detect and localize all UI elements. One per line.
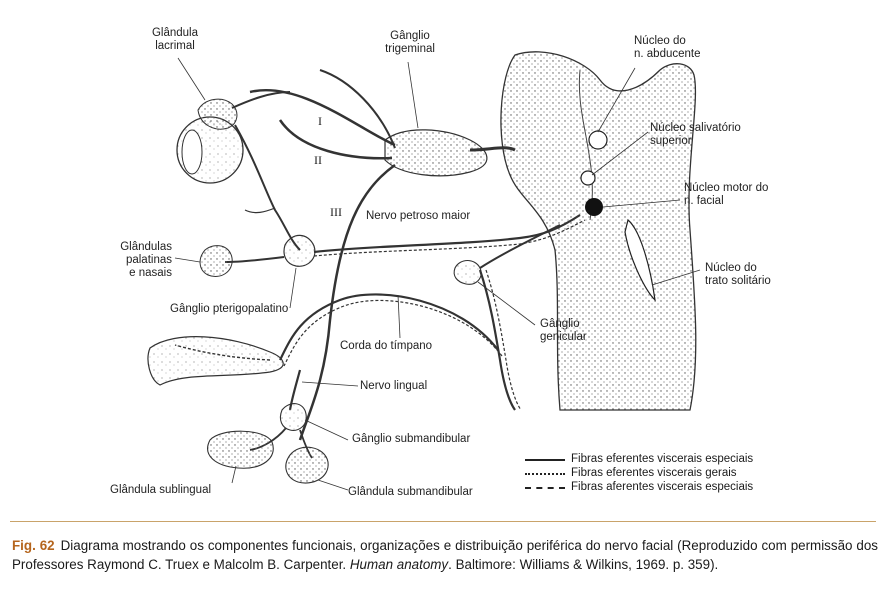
caption-divider — [10, 521, 876, 522]
facial-nerve-diagram: Glândula lacrimal Gânglio trigeminal Núc… — [110, 27, 771, 498]
solitary-tract-nucleus — [624, 218, 656, 302]
legend-text: Fibras eferentes viscerais gerais — [571, 467, 737, 479]
chorda-tympani — [279, 293, 499, 361]
sublingual-gland — [207, 430, 274, 469]
caption-text-end: . Baltimore: Williams & Wilkins, 1969. p… — [448, 557, 719, 572]
legend-dotted-line — [525, 473, 565, 475]
submandibular-ganglion — [279, 403, 307, 431]
label-lingual-nerve: Nervo lingual — [360, 380, 428, 392]
label-submandibular-gland: Glândula submandibular — [348, 486, 473, 498]
pterygopalatine-ganglion — [283, 234, 316, 267]
label-solitary-tract-nucleus: Núcleo do trato solitário — [705, 262, 771, 287]
trigeminal-ganglion — [384, 129, 488, 177]
label-submandibular-ganglion: Gânglio submandibular — [352, 433, 471, 445]
greater-petrosal-nerve — [313, 214, 581, 254]
label-facial-motor-nucleus: Núcleo motor do n. facial — [684, 182, 769, 207]
submandibular-gland — [285, 446, 329, 484]
geniculate-ganglion — [453, 259, 482, 285]
legend-text: Fibras aferentes viscerais especiais — [571, 481, 754, 493]
label-palatine-glands: Glândulas palatinas e nasais — [120, 241, 172, 279]
caption-book-title: Human anatomy — [349, 557, 449, 572]
lacrimal-gland — [197, 98, 238, 130]
label-lacrimal-gland: Glândula lacrimal — [151, 27, 199, 52]
label-abducent-nucleus: Núcleo do n. abducente — [634, 35, 701, 60]
legend-text: Fibras eferentes viscerais especiais — [571, 453, 754, 465]
label-salivatory-nucleus: Núcleo salivatório superior — [650, 122, 741, 147]
label-pterygopalatine-ganglion: Gânglio pterigopalatino — [170, 303, 289, 315]
diagram-illustration — [147, 51, 701, 491]
figure-number: Fig. 62 — [12, 538, 55, 553]
label-geniculate-ganglion: Gânglio genicular — [540, 318, 587, 343]
label-sublingual-gland: Glândula sublingual — [110, 484, 212, 496]
palatine-glands — [199, 245, 233, 277]
roman-numeral-three: III — [330, 205, 342, 219]
salivatory-nucleus — [580, 170, 596, 186]
brainstem-shape — [500, 51, 697, 411]
label-chorda-tympani: Corda do tímpano — [340, 340, 433, 352]
legend-dashed-line — [525, 487, 565, 489]
label-greater-petrosal-nerve: Nervo petroso maior — [366, 210, 471, 222]
label-trigeminal-ganglion: Gânglio trigeminal — [385, 30, 435, 55]
facial-motor-nucleus — [585, 198, 603, 216]
abducent-nucleus — [588, 130, 608, 150]
roman-numeral-one: I — [318, 114, 322, 128]
caption-text: Diagrama mostrando os componentes funcio… — [12, 538, 878, 572]
legend-solid-line — [525, 459, 565, 461]
roman-numeral-two: II — [314, 153, 322, 167]
tongue — [147, 336, 284, 386]
